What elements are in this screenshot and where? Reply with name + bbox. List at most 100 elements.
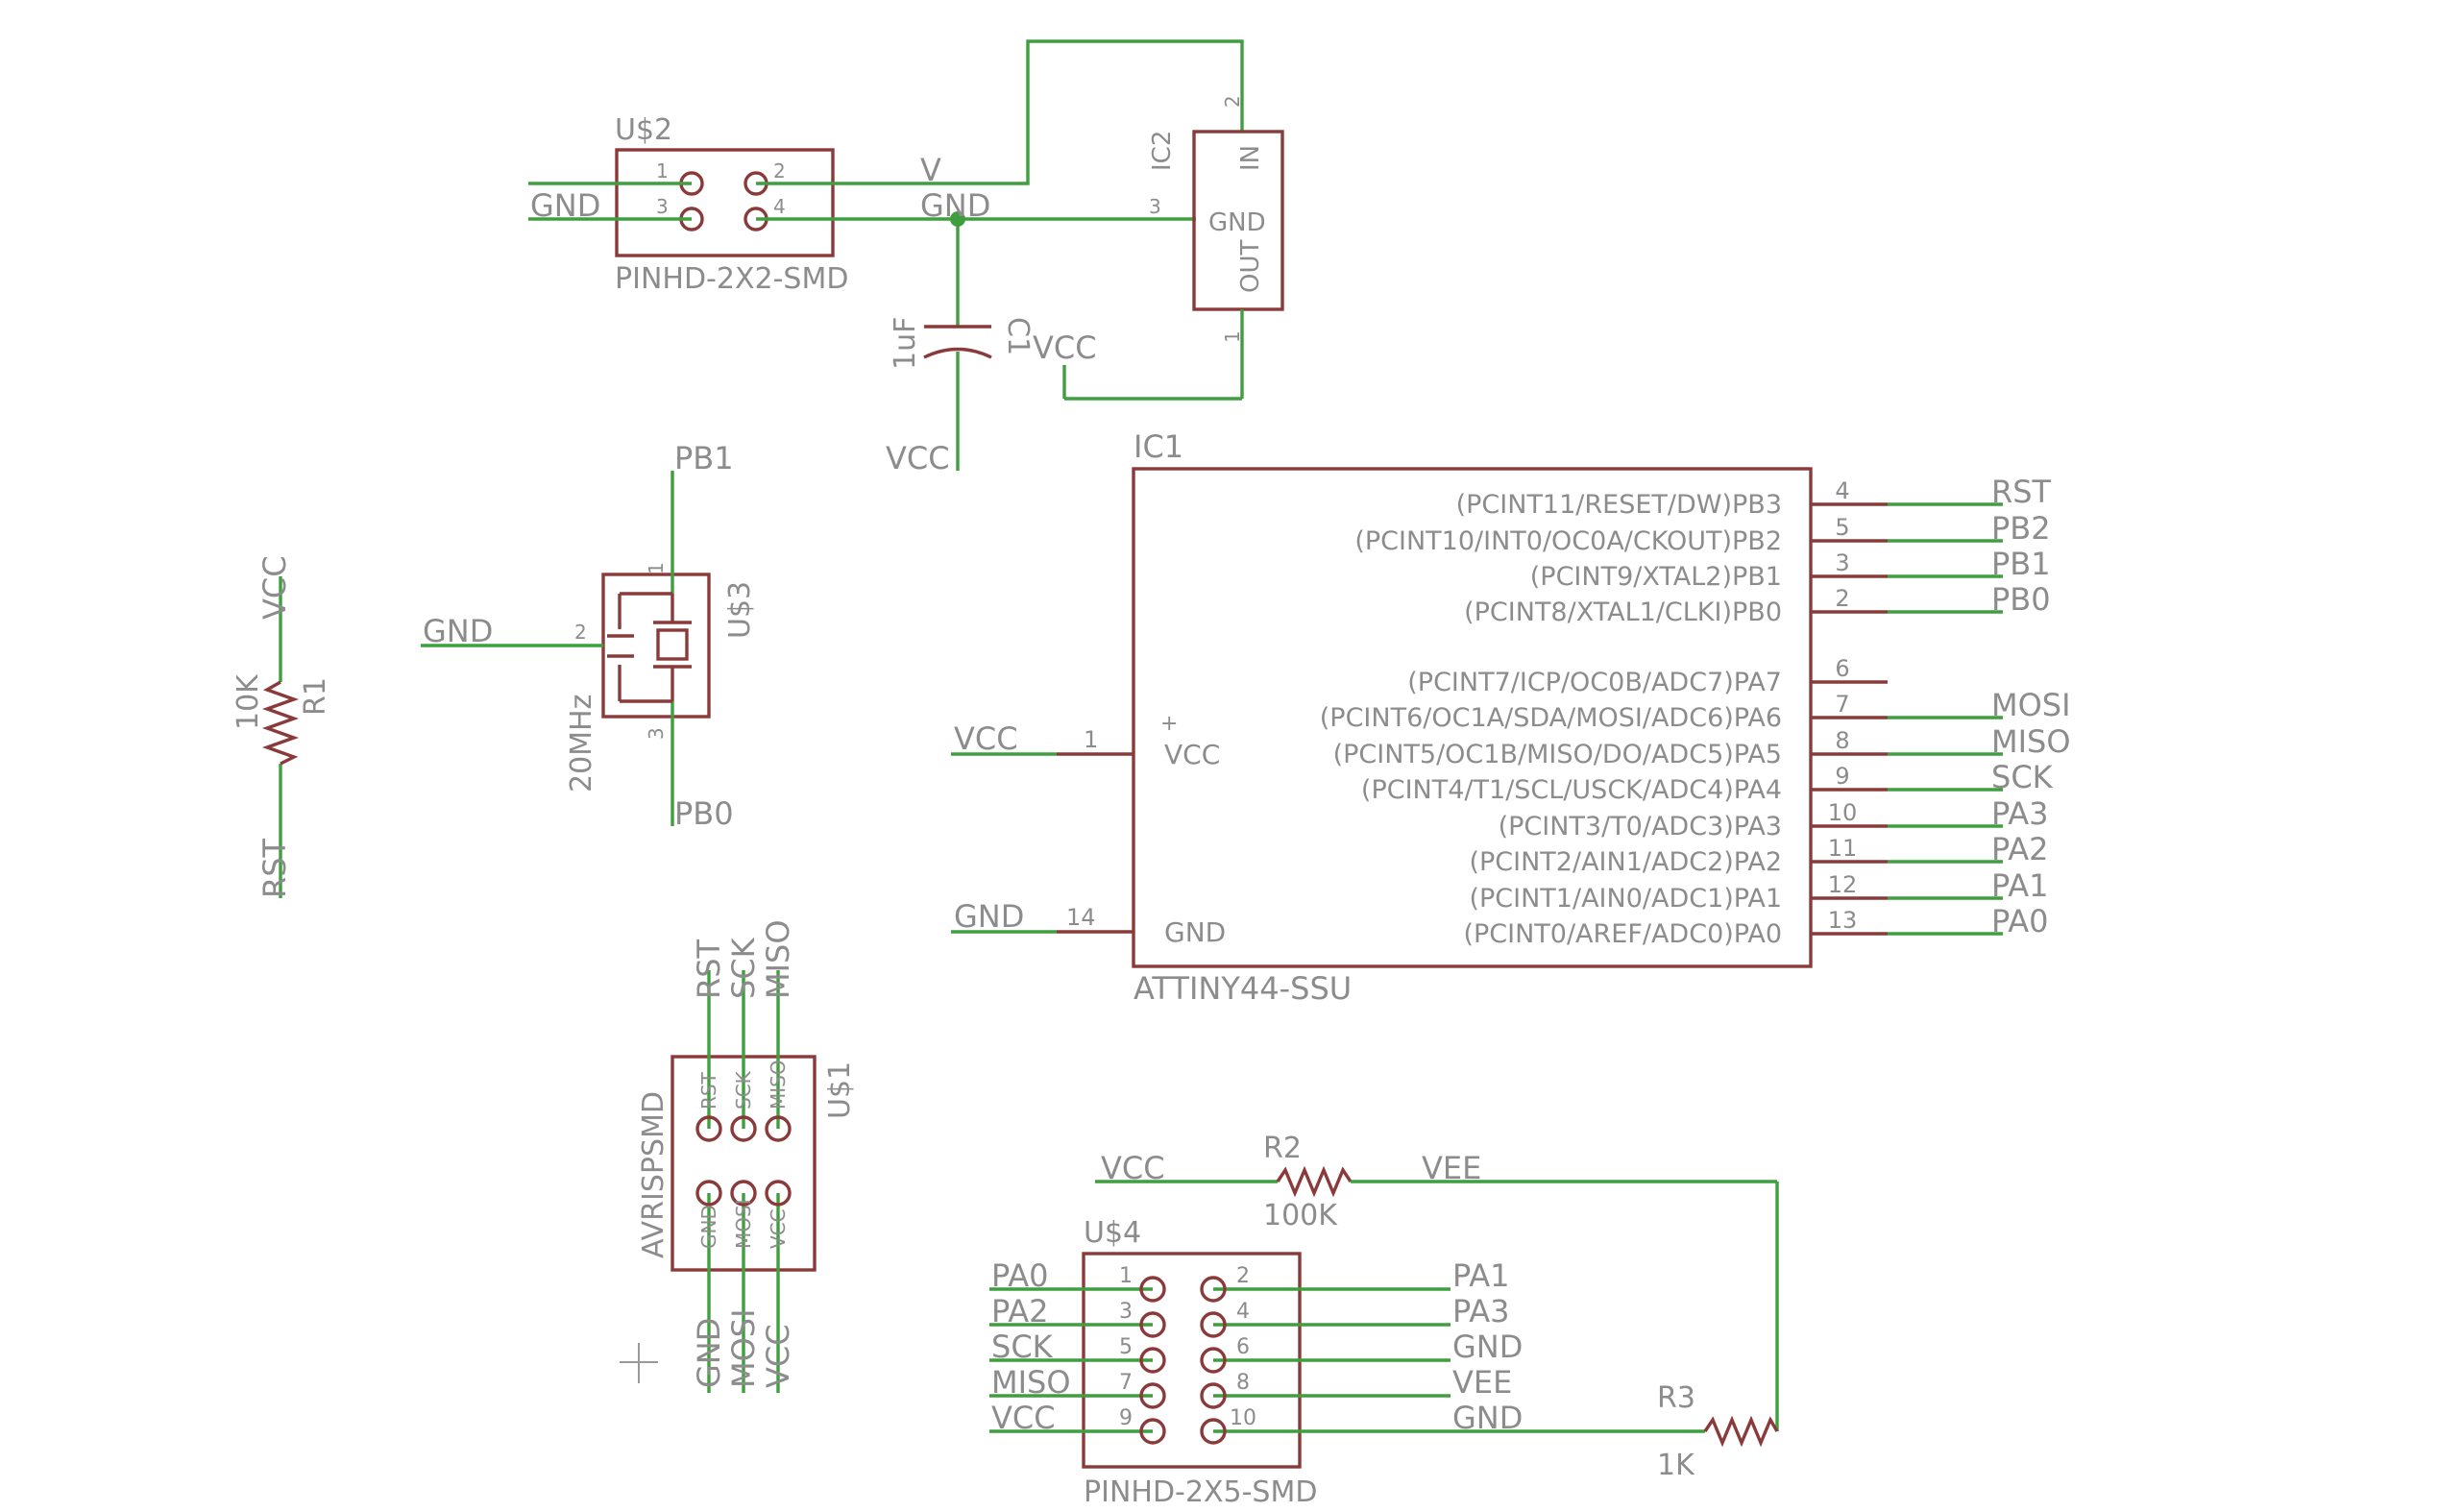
us4-name: U$4	[1084, 1216, 1141, 1250]
ic2-pin3-num: 3	[1149, 195, 1161, 218]
us4-net-right-6: GND	[1452, 1329, 1523, 1365]
ic1-pin-num-4: 4	[1835, 477, 1849, 504]
resistor-r2[interactable]: R2 100K VCC VEE	[1095, 1132, 1777, 1232]
ic1-net-label-5: PB2	[1991, 510, 2051, 547]
net-label-ic1-vcc: VCC	[954, 720, 1018, 757]
ic1-pin-vcc-label: VCC	[1164, 739, 1220, 770]
resistor-r1[interactable]: 10K R1 VCC RST	[232, 555, 332, 898]
ic1-pin-label-7: (PCINT6/OC1A/SDA/MOSI/ADC6)PA6	[1320, 703, 1782, 733]
us4-pad-4	[1200, 1311, 1227, 1338]
us2-pin2-num: 2	[773, 159, 786, 183]
us2-pin3-num: 3	[656, 195, 669, 218]
net-label-r2-vee: VEE	[1422, 1150, 1481, 1186]
ic2-pin1-num: 1	[1221, 330, 1244, 343]
ic1-pin-label-2: (PCINT8/XTAL1/CLKI)PB0	[1464, 597, 1782, 627]
ic1-pin-num-3: 3	[1835, 549, 1849, 576]
us1-pin-bottom-label-0: GND	[697, 1205, 720, 1249]
ic2-body	[1192, 130, 1284, 311]
us4-net-right-4: PA3	[1452, 1293, 1510, 1329]
ic1-pin-num-10: 10	[1828, 799, 1858, 826]
us2-value: PINHD-2X2-SMD	[615, 262, 848, 296]
us4-net-left-5: SCK	[991, 1329, 1054, 1365]
r3-value: 1K	[1657, 1449, 1695, 1482]
resistor-r3[interactable]: R3 1K	[1451, 1381, 1779, 1482]
us3-pin2-num: 2	[574, 621, 587, 644]
ic1-pin-gnd-label: GND	[1164, 916, 1226, 948]
net-label-v: V	[920, 152, 941, 188]
us4-pad-9	[1139, 1418, 1166, 1445]
ic1-pin-num-5: 5	[1835, 514, 1849, 541]
net-label-r1-rst: RST	[256, 838, 293, 898]
us3-value: 20MHz	[565, 695, 598, 793]
ic1-pin-label-12: (PCINT1/AIN0/ADC1)PA1	[1469, 884, 1782, 914]
us4-pin-num-6: 6	[1236, 1335, 1250, 1359]
ic1-pin-gnd-num: 14	[1066, 904, 1096, 931]
net-label-r1-vcc: VCC	[256, 555, 293, 620]
r2-name: R2	[1263, 1132, 1302, 1165]
ic1-pin-vcc-num: 1	[1084, 726, 1098, 753]
us1-net-top-2: MISO	[760, 919, 796, 999]
ic1-net-label-12: PA1	[1991, 867, 2049, 904]
net-label-us2-gnd: GND	[530, 187, 600, 224]
ic1-pin-label-5: (PCINT10/INT0/OC0A/CKOUT)PB2	[1354, 526, 1782, 556]
ic1-net-label-8: MISO	[1991, 723, 2071, 760]
us4-net-left-3: PA2	[991, 1293, 1049, 1329]
us1-net-top-1: SCK	[725, 937, 762, 999]
us1-pad-bottom-1	[730, 1180, 757, 1207]
capacitor-c1[interactable]: 1uF C1 VCC	[886, 219, 1035, 476]
us1-pad-top-2	[765, 1115, 792, 1142]
us1-pin-bottom-label-1: MOSI	[732, 1199, 755, 1249]
ic1-pin-num-2: 2	[1835, 585, 1849, 612]
us3-crystal	[656, 628, 689, 661]
ic1-net-label-10: PA3	[1991, 795, 2049, 832]
r1-zigzag	[261, 680, 300, 766]
ic1-pin-label-11: (PCINT2/AIN1/ADC2)PA2	[1469, 847, 1782, 877]
ic1-pin-label-8: (PCINT5/OC1B/MISO/DO/ADC5)PA5	[1333, 740, 1782, 769]
regulator-ic2[interactable]: IC2 IN GND OUT 2 3 1 VCC	[1033, 95, 1284, 401]
us4-pin-num-1: 1	[1119, 1264, 1133, 1288]
us1-pin-top-label-1: SCK	[732, 1070, 755, 1110]
us4-pad-1	[1139, 1276, 1166, 1303]
ic1-pin-num-12: 12	[1828, 871, 1858, 898]
mcu-ic1[interactable]: IC1 ATTINY44-SSU VCC GND 1 14 VCC GND + …	[951, 428, 2071, 1007]
ic1-pin-label-4: (PCINT11/RESET/DW)PB3	[1456, 490, 1782, 520]
us4-pad-7	[1139, 1382, 1166, 1409]
ic1-value: ATTINY44-SSU	[1134, 970, 1352, 1007]
ic1-pin-label-13: (PCINT0/AREF/ADC0)PA0	[1463, 919, 1782, 949]
net-label-gnd-xtal: GND	[423, 613, 493, 649]
r2-zigzag	[1276, 1165, 1353, 1198]
ic1-net-label-3: PB1	[1991, 546, 2051, 582]
ic1-pin-label-3: (PCINT9/XTAL2)PB1	[1530, 562, 1782, 592]
us4-pin-num-7: 7	[1119, 1371, 1133, 1395]
ic1-net-label-11: PA2	[1991, 831, 2049, 867]
r1-value: 10K	[232, 673, 265, 730]
ic2-pin-out: OUT	[1236, 240, 1265, 293]
us4-pad-6	[1200, 1347, 1227, 1374]
resonator-us3[interactable]: U$3 20MHz 1 2 3 PB1 PB0 GND	[421, 440, 757, 832]
us1-net-bottom-0: GND	[691, 1318, 727, 1388]
us1-value: AVRISPSMD	[637, 1091, 670, 1258]
us1-pad-bottom-2	[765, 1180, 792, 1207]
us4-pin-num-5: 5	[1119, 1335, 1133, 1359]
r2-value: 100K	[1263, 1199, 1338, 1232]
us1-net-bottom-2: VCC	[760, 1324, 796, 1388]
us3-pin3-num: 3	[645, 727, 668, 740]
us1-net-bottom-1: MOSI	[725, 1308, 762, 1388]
ic1-net-label-4: RST	[1991, 474, 2052, 510]
net-label-vcc-ic2: VCC	[1033, 329, 1097, 366]
us4-pad-2	[1200, 1276, 1227, 1303]
us4-net-right-2: PA1	[1452, 1257, 1510, 1294]
us4-value: PINHD-2X5-SMD	[1084, 1475, 1317, 1509]
net-label-r2-vcc: VCC	[1101, 1150, 1165, 1186]
net-label-vcc-c1: VCC	[886, 440, 950, 476]
ic1-pin-num-13: 13	[1828, 907, 1858, 934]
isp-header-us1[interactable]: RSTGNDRSTGNDSCKMOSISCKMOSIMISOVCCMISOVCC…	[637, 919, 857, 1393]
us4-pin-num-8: 8	[1236, 1371, 1250, 1395]
us2-name: U$2	[615, 113, 672, 147]
us4-net-left-1: PA0	[991, 1257, 1049, 1294]
connector-us2[interactable]: U$2 PINHD-2X2-SMD 1 2 3 4 GND	[528, 113, 848, 296]
